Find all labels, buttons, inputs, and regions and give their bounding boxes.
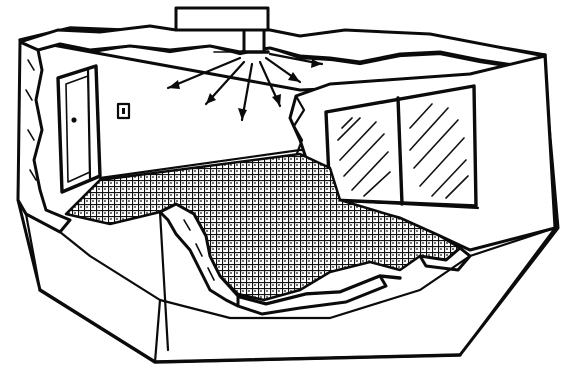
door-knob bbox=[71, 117, 76, 122]
fixture-stem bbox=[244, 30, 264, 52]
fixture-housing bbox=[176, 8, 268, 30]
switch-toggle bbox=[122, 108, 125, 114]
